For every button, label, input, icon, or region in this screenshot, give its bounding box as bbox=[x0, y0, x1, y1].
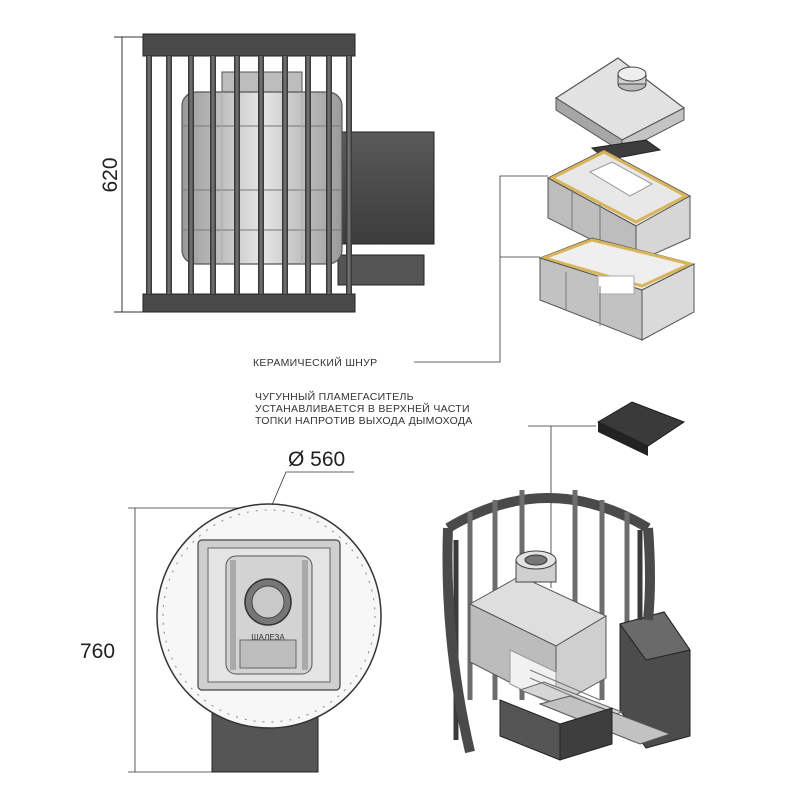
deflector-label-line1: ЧУГУННЫЙ ПЛАМЕГАСИТЕЛЬ bbox=[255, 390, 414, 403]
exploded-view bbox=[414, 57, 696, 363]
fuel-channel bbox=[337, 254, 425, 286]
depth-dimension-label: 760 bbox=[80, 640, 115, 663]
mesh-bars bbox=[146, 56, 352, 294]
diameter-label: Ø 560 bbox=[288, 448, 345, 471]
ceramic-cord-leader bbox=[414, 175, 548, 363]
top-view: Ø 560 760 ШАЛЕЗА bbox=[80, 448, 382, 773]
deflector-label-line2: УСТАНАВЛИВАЕТСЯ В ВЕРХНЕЙ ЧАСТИ bbox=[255, 402, 470, 415]
top-lid bbox=[554, 57, 686, 153]
height-dimension-label: 620 bbox=[99, 157, 122, 192]
fuel-channel-3d bbox=[499, 699, 561, 761]
mesh-top-ring bbox=[142, 33, 356, 57]
lower-section bbox=[538, 237, 696, 341]
side-view: 620 bbox=[99, 33, 435, 313]
deflector-label-line3: ТОПКИ НАПРОТИВ ВЫХОДА ДЫМОХОДА bbox=[255, 415, 473, 427]
stove-top-plate bbox=[197, 539, 341, 691]
upper-section bbox=[546, 149, 692, 263]
diameter-leader bbox=[268, 471, 354, 513]
brand-mark: ШАЛЕЗА bbox=[251, 633, 285, 642]
mesh-bottom-ring bbox=[142, 293, 356, 313]
flame-deflector bbox=[596, 401, 686, 456]
cutaway-view bbox=[442, 490, 691, 761]
flue-duct bbox=[337, 131, 435, 245]
ceramic-cord-label: КЕРАМИЧЕСКИЙ ШНУР bbox=[253, 356, 377, 369]
